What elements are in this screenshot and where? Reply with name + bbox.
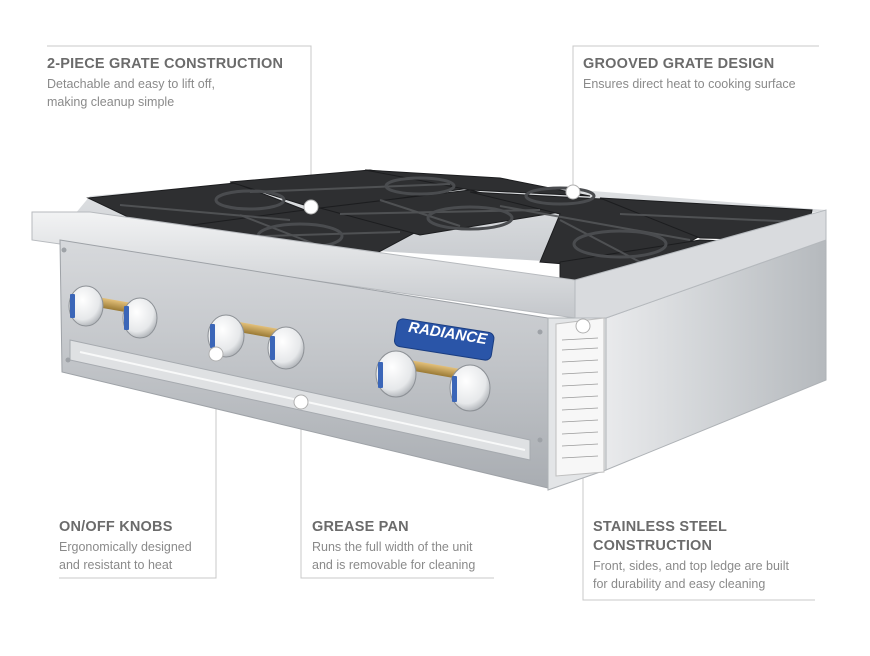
knob-2 xyxy=(122,297,158,339)
callout-markers xyxy=(208,184,591,410)
leader-grate xyxy=(47,45,312,205)
marker-grate xyxy=(303,199,319,215)
knob-1 xyxy=(68,285,104,327)
callout-description: Front, sides, and top ledge are built fo… xyxy=(593,559,789,591)
callout-description: Runs the full width of the unit and is r… xyxy=(312,540,476,572)
knob-6 xyxy=(449,364,491,412)
knob-3 xyxy=(207,314,245,358)
callout-title: STAINLESS STEEL CONSTRUCTION xyxy=(593,519,728,554)
callout-title: 2-PIECE GRATE CONSTRUCTION xyxy=(47,56,284,72)
leader-grease xyxy=(300,402,494,579)
leader-knobs xyxy=(59,355,217,579)
leader-grooved xyxy=(572,45,819,190)
callout-description: Ergonomically designed and resistant to … xyxy=(59,540,192,572)
marker-grooved xyxy=(565,184,581,200)
marker-knobs xyxy=(208,346,224,362)
knob-5 xyxy=(375,350,417,398)
knob-4 xyxy=(267,326,305,370)
callout-title: GROOVED GRATE DESIGN xyxy=(583,56,775,72)
callout-stainless-steel: STAINLESS STEEL CONSTRUCTION Front, side… xyxy=(593,518,833,593)
marker-stainless xyxy=(575,318,591,334)
callout-knobs: ON/OFF KNOBS Ergonomically designed and … xyxy=(59,518,219,574)
callout-title: GREASE PAN xyxy=(312,519,409,535)
callout-description: Ensures direct heat to cooking surface xyxy=(583,77,796,91)
control-knobs xyxy=(68,285,491,412)
callout-grease-pan: GREASE PAN Runs the full width of the un… xyxy=(312,518,512,574)
callout-description: Detachable and easy to lift off, making … xyxy=(47,77,215,109)
callout-grooved-grate: GROOVED GRATE DESIGN Ensures direct heat… xyxy=(583,55,843,93)
marker-grease xyxy=(293,394,309,410)
callout-grate-construction: 2-PIECE GRATE CONSTRUCTION Detachable an… xyxy=(47,55,309,111)
brand-badge: RADIANCE xyxy=(393,318,495,361)
callout-title: ON/OFF KNOBS xyxy=(59,519,173,535)
